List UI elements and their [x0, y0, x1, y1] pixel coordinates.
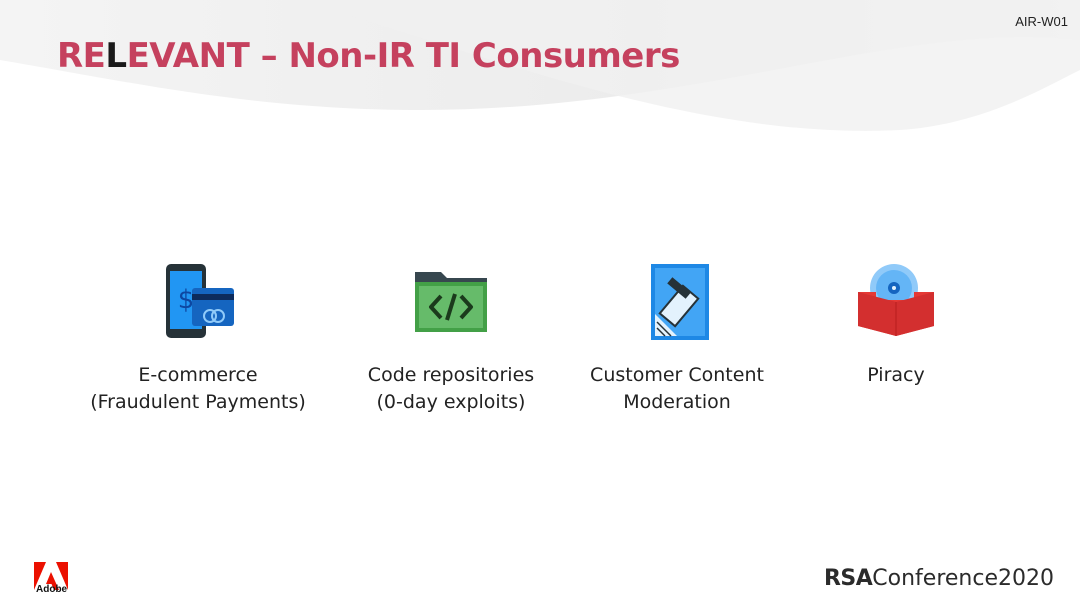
- title-part1: RE: [57, 36, 106, 76]
- item-code-repositories: Code repositories (0-day exploits): [336, 262, 566, 416]
- page-title: RELEVANT – Non-IR TI Consumers: [57, 36, 680, 76]
- consumer-icons-row: $ E-commerce (Fraudulent Payments) Code …: [0, 262, 1080, 422]
- disc-box-icon: [858, 264, 934, 336]
- item-piracy-label: Piracy: [867, 364, 925, 386]
- adobe-logo-text: Adobe: [36, 584, 68, 595]
- adobe-logo: [34, 562, 68, 590]
- header-swoosh-decoration: [0, 0, 1080, 131]
- item-content-moderation-label: Customer Content Moderation: [590, 364, 764, 413]
- item-ecommerce-label: E-commerce (Fraudulent Payments): [90, 364, 306, 413]
- title-highlight: L: [105, 36, 127, 76]
- code-folder-icon: [415, 272, 487, 332]
- item-content-moderation: Customer Content Moderation: [562, 262, 792, 416]
- item-ecommerce: $ E-commerce (Fraudulent Payments): [83, 262, 313, 416]
- item-code-repositories-label: Code repositories (0-day exploits): [367, 364, 535, 413]
- title-part2: EVANT – Non-IR TI Consumers: [126, 36, 681, 76]
- svg-text:$: $: [178, 285, 195, 315]
- mobile-payment-icon: $: [166, 264, 234, 338]
- session-id: AIR-W01: [1015, 14, 1068, 29]
- item-piracy: Piracy: [781, 262, 1011, 389]
- rsa-conference-logo: RSAConference2020: [823, 566, 1054, 591]
- document-edit-icon: [651, 264, 709, 340]
